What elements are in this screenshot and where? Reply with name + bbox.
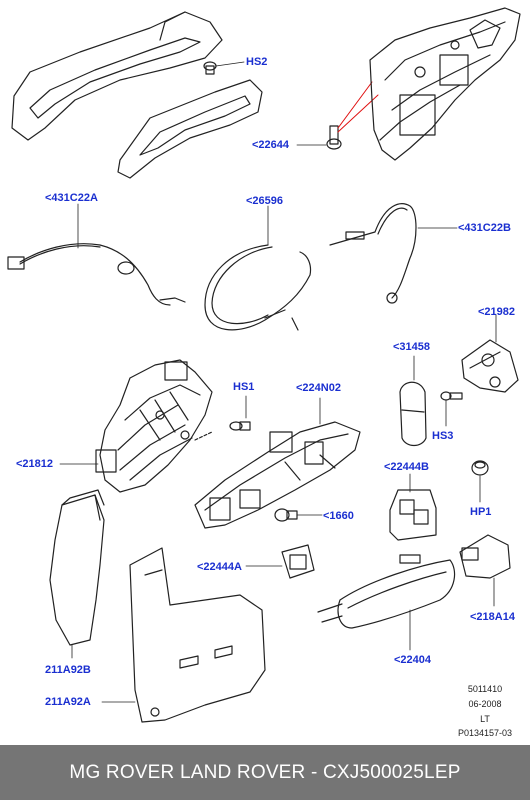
label-21812: <21812 bbox=[16, 458, 54, 470]
label-431c22a: <431C22A bbox=[45, 192, 98, 204]
label-211a92b: 211A92B bbox=[45, 664, 91, 676]
handle-gasket-lower bbox=[117, 79, 263, 179]
label-22644: <22644 bbox=[252, 139, 290, 151]
label-hp1: HP1 bbox=[470, 506, 492, 518]
label-211a92a: 211A92A bbox=[45, 696, 91, 708]
stud-22644 bbox=[296, 81, 379, 150]
cover-panel-211a92a bbox=[101, 547, 266, 723]
handle-gasket-upper bbox=[11, 11, 223, 141]
label-1660: <1660 bbox=[323, 510, 354, 522]
plug-1660 bbox=[274, 508, 323, 522]
label-26596: <26596 bbox=[246, 195, 284, 207]
footer-banner: MG ROVER LAND ROVER - CXJ500025LEP bbox=[0, 745, 530, 800]
label-hs2: HS2 bbox=[246, 56, 268, 68]
label-22404: <22404 bbox=[394, 654, 432, 666]
handle-bracket-224n02 bbox=[194, 397, 361, 529]
cover-31458 bbox=[399, 355, 427, 447]
plug-hp1 bbox=[471, 460, 489, 503]
label-22444a: <22444A bbox=[197, 561, 242, 573]
reference-line-2: 06-2008 bbox=[468, 699, 502, 709]
cap-218a14 bbox=[459, 534, 511, 607]
hs1-screw bbox=[229, 395, 251, 431]
label-31458: <31458 bbox=[393, 341, 431, 353]
hs3-screw bbox=[440, 391, 463, 427]
reference-line-1: 5011410 bbox=[467, 684, 503, 694]
striker-21982 bbox=[461, 314, 519, 393]
door-frame-assembly bbox=[369, 7, 521, 161]
trim-pad-211a92b bbox=[49, 489, 105, 659]
label-hs1: HS1 bbox=[233, 381, 255, 393]
reference-line-3: LT bbox=[480, 714, 490, 724]
label-218a14: <218A14 bbox=[470, 611, 515, 623]
cable-431c22b bbox=[329, 203, 458, 304]
label-22444b: <22444B bbox=[384, 461, 429, 473]
reference-line-4: P0134157-03 bbox=[457, 728, 513, 738]
label-21982: <21982 bbox=[478, 306, 516, 318]
door-latch-21812 bbox=[59, 359, 213, 493]
label-431c22b: <431C22B bbox=[458, 222, 511, 234]
hs2-screw bbox=[203, 61, 245, 75]
cable-431c22a bbox=[7, 203, 186, 306]
label-hs3: HS3 bbox=[432, 430, 454, 442]
outer-handle-22404 bbox=[317, 554, 456, 651]
gasket-22444b bbox=[389, 473, 437, 541]
gasket-22444a bbox=[245, 544, 315, 579]
footer-title: MG ROVER LAND ROVER - CXJ500025LEP bbox=[69, 762, 461, 783]
cable-26596 bbox=[204, 205, 312, 331]
exploded-view-drawing bbox=[7, 7, 521, 723]
label-224n02: <224N02 bbox=[296, 382, 341, 394]
